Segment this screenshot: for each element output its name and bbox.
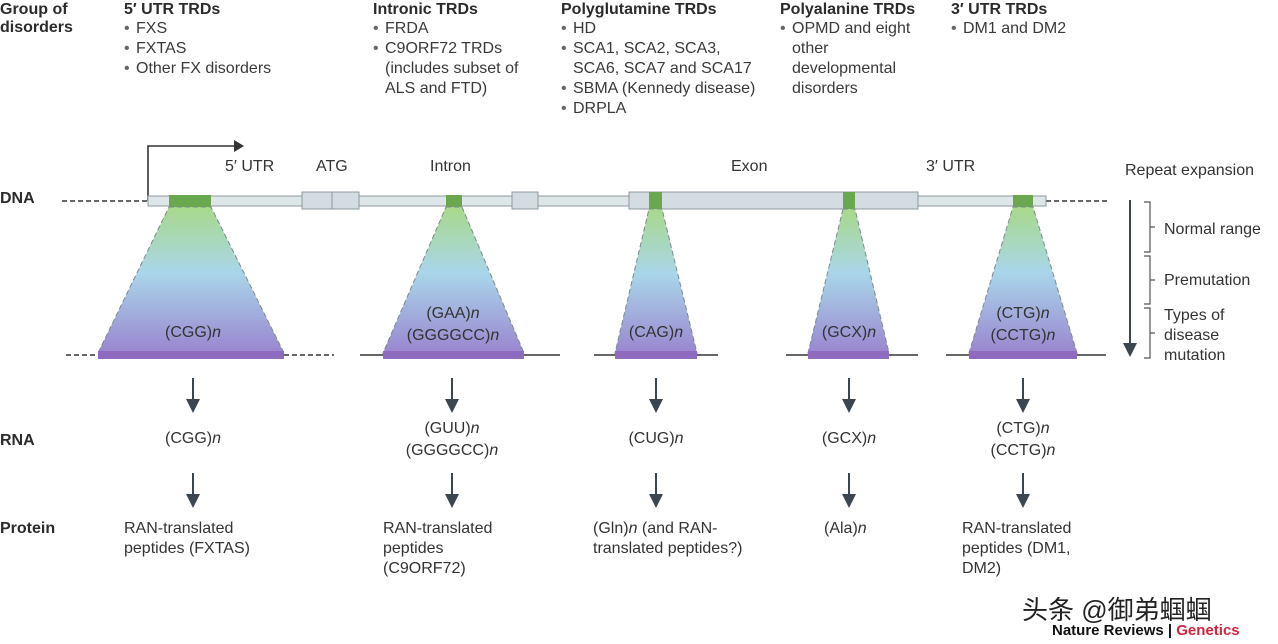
protein-product-4: (Ala)n bbox=[824, 520, 867, 537]
repeat-site-4 bbox=[843, 192, 855, 209]
dna-repeat-2: (GAA)n (GGGGCC)n bbox=[406, 305, 500, 344]
legend-disease-mutation: Types of disease mutation bbox=[1164, 307, 1226, 364]
group-item: FXS bbox=[124, 19, 344, 39]
journal-name: Nature Reviews bbox=[1052, 622, 1164, 639]
journal-separator: | bbox=[1167, 622, 1177, 639]
group-item: DM1 and DM2 bbox=[951, 19, 1091, 39]
protein-product-5: RAN-translated peptides (DM1, DM2) bbox=[962, 520, 1072, 577]
group-item: SBMA (Kennedy disease) bbox=[561, 79, 766, 99]
group-polyalanine: Polyalanine TRDs OPMD and eight other de… bbox=[780, 1, 920, 99]
repeat-site-1 bbox=[169, 195, 211, 207]
legend-bracket-disease bbox=[1144, 307, 1155, 359]
rna-repeat-3: (CUG)n bbox=[628, 430, 684, 447]
repeat-site-2 bbox=[446, 195, 462, 207]
transcription-start-arrow bbox=[147, 145, 236, 201]
exon-box-3 bbox=[628, 191, 919, 210]
group-title: 3′ UTR TRDs bbox=[951, 1, 1048, 18]
legend-normal-range: Normal range bbox=[1164, 221, 1261, 238]
group-title: Polyglutamine TRDs bbox=[561, 1, 717, 18]
group-item: FRDA bbox=[373, 19, 538, 39]
row-label-protein: Protein bbox=[0, 520, 56, 537]
group-title: 5′ UTR TRDs bbox=[124, 1, 221, 18]
mutation-bar-5 bbox=[969, 351, 1077, 359]
legend-premutation: Premutation bbox=[1164, 272, 1251, 289]
legend-title: Repeat expansion bbox=[1125, 162, 1254, 179]
protein-product-3: (Gln)n (and RAN-translated peptides?) bbox=[593, 520, 743, 557]
gene-label-5utr: 5′ UTR bbox=[225, 158, 275, 175]
group-intronic: Intronic TRDs FRDA C9ORF72 TRDs (include… bbox=[373, 1, 538, 99]
exon-box-2 bbox=[511, 191, 539, 210]
rna-repeat-2: (GUU)n (GGGGCC)n bbox=[405, 420, 499, 459]
mutation-bar-1 bbox=[98, 351, 284, 359]
repeat-site-5 bbox=[1013, 195, 1033, 207]
rna-repeat-5: (CTG)n (CCTG)n bbox=[990, 420, 1056, 459]
gene-label-intron: Intron bbox=[430, 158, 471, 175]
gene-label-atg: ATG bbox=[316, 158, 348, 175]
gene-bar bbox=[147, 195, 1047, 207]
group-title: Polyalanine TRDs bbox=[780, 1, 916, 18]
group-item: HD bbox=[561, 19, 766, 39]
group-title: Intronic TRDs bbox=[373, 1, 478, 18]
dna-repeat-3: (CAG)n bbox=[628, 324, 684, 341]
group-item: FXTAS bbox=[124, 39, 344, 59]
row-label-dna: DNA bbox=[0, 190, 35, 207]
protein-product-1: RAN-translated peptides (FXTAS) bbox=[124, 520, 250, 557]
gene-label-3utr: 3′ UTR bbox=[926, 158, 976, 175]
exon-box-atg bbox=[301, 191, 360, 210]
group-item: OPMD and eight other developmental disor… bbox=[780, 19, 920, 99]
group-item: DRPLA bbox=[561, 99, 766, 119]
expansion-triangle-2 bbox=[382, 206, 525, 354]
expansion-triangle-4 bbox=[807, 208, 890, 354]
rna-repeat-4: (GCX)n bbox=[821, 430, 877, 447]
rna-repeat-1: (CGG)n bbox=[164, 430, 221, 447]
protein-product-2: RAN-translated peptides (C9ORF72) bbox=[383, 520, 493, 577]
dna-repeat-4: (GCX)n bbox=[821, 324, 877, 341]
group-item: SCA1, SCA2, SCA3, SCA6, SCA7 and SCA17 bbox=[561, 39, 766, 79]
legend-bracket-premutation bbox=[1144, 255, 1155, 305]
group-5utr: 5′ UTR TRDs FXS FXTAS Other FX disorders bbox=[124, 1, 344, 79]
journal-section: Genetics bbox=[1176, 622, 1240, 639]
mutation-bar-3 bbox=[615, 351, 697, 359]
row-label-rna: RNA bbox=[0, 432, 35, 449]
repeat-site-3 bbox=[649, 192, 662, 209]
group-polyglutamine: Polyglutamine TRDs HD SCA1, SCA2, SCA3, … bbox=[561, 1, 766, 119]
watermark-text: 头条 @御弟蝈蝈 bbox=[1022, 595, 1212, 625]
journal-credit: Nature Reviews | Genetics bbox=[1052, 622, 1240, 639]
group-of-disorders-label: Group of disorders bbox=[0, 1, 73, 36]
group-3utr: 3′ UTR TRDs DM1 and DM2 bbox=[951, 1, 1091, 39]
mutation-bar-2 bbox=[383, 351, 524, 359]
mutation-bar-4 bbox=[808, 351, 889, 359]
expansion-triangle-1 bbox=[97, 206, 285, 354]
gene-label-exon: Exon bbox=[731, 158, 768, 175]
dna-repeat-5: (CTG)n (CCTG)n bbox=[990, 305, 1056, 344]
group-item: Other FX disorders bbox=[124, 59, 344, 79]
dna-repeat-1: (CGG)n bbox=[164, 324, 221, 341]
legend-bracket-normal bbox=[1144, 201, 1155, 253]
group-item: C9ORF72 TRDs (includes subset of ALS and… bbox=[373, 39, 538, 99]
